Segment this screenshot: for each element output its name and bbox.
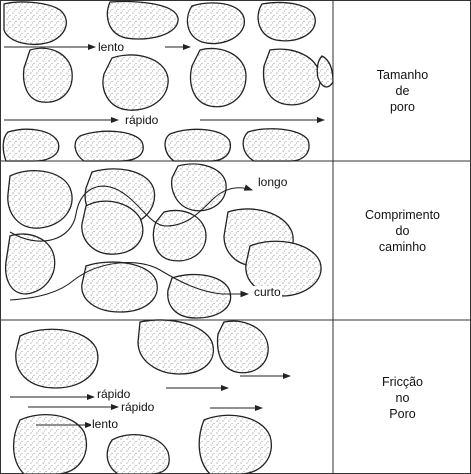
grain (4, 2, 66, 44)
grain (172, 164, 227, 211)
grain (103, 55, 168, 110)
caption-line: do (334, 223, 471, 239)
grain (107, 435, 169, 474)
grain (218, 321, 269, 373)
grain (75, 131, 143, 161)
caption-line: caminho (334, 239, 471, 255)
label-fast: rápido (124, 114, 159, 127)
grain (3, 129, 59, 161)
grain (199, 415, 271, 474)
label-slow: lento (97, 41, 125, 54)
grain (153, 210, 206, 260)
caption-line: Tamanho (334, 67, 471, 83)
caption-line: Fricção (334, 374, 471, 390)
grain (258, 3, 315, 41)
grain (107, 2, 178, 40)
caption-line: poro (334, 99, 471, 115)
grain (14, 415, 87, 474)
label-fast-2: rápido (120, 401, 155, 414)
label-slow-2: lento (91, 418, 119, 431)
grain (243, 129, 309, 161)
grain (317, 56, 333, 87)
caption-line: de (334, 83, 471, 99)
caption-line: Comprimento (334, 207, 471, 223)
grain (24, 48, 73, 102)
grain (168, 274, 231, 318)
label-long: longo (257, 176, 288, 189)
panel-1-caption: Tamanho de poro (334, 67, 471, 115)
grain (191, 48, 246, 106)
grain (138, 320, 213, 374)
panel-1-grains (3, 2, 333, 161)
grain (8, 171, 72, 229)
grain (187, 3, 244, 44)
grain (16, 329, 98, 388)
caption-line: Poro (334, 406, 471, 422)
grain (264, 49, 321, 105)
panel-2-caption: Comprimento do caminho (334, 207, 471, 255)
panel-3-caption: Fricção no Poro (334, 374, 471, 422)
label-short: curto (253, 286, 282, 299)
grain (165, 129, 230, 161)
grain (6, 234, 55, 294)
caption-line: no (334, 390, 471, 406)
